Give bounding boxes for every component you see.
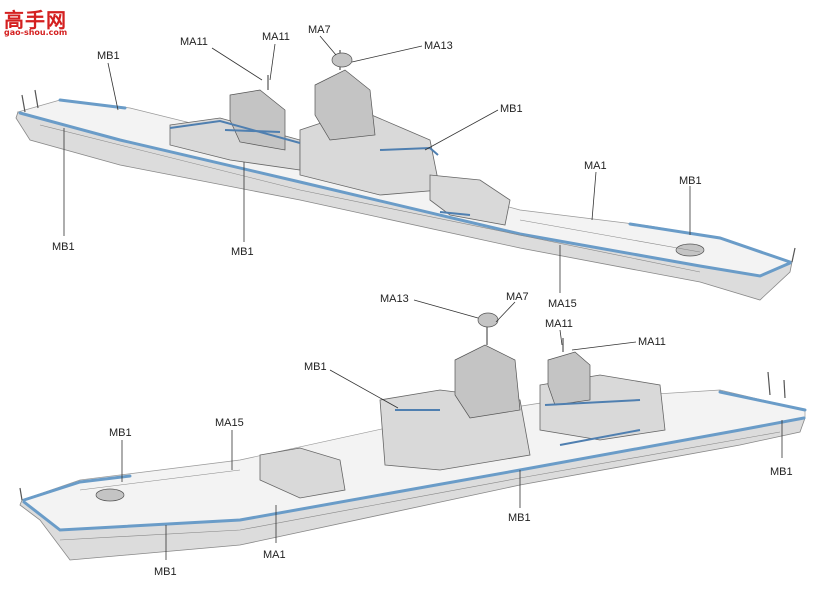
upper-annotations: MB1 MA11 MA11 MA7 MA13 MB1 MA1 MB1 MB1 M… [52,24,702,310]
upper-leader-ma7 [319,35,337,56]
site-logo: 高手网 gao-shou.com [4,4,74,40]
label-mb1: MB1 [109,427,132,439]
label-mb1: MB1 [154,566,177,578]
label-mb1: MB1 [52,241,75,253]
upper-leader-ma13 [351,45,423,63]
lower-main-tower [454,344,521,419]
lower-leader-ma13 [413,299,479,319]
label-mb1: MB1 [500,103,523,115]
upper-super-edge-1 [169,119,301,144]
upper-mast-bow [791,247,796,263]
label-ma11: MA11 [638,336,666,348]
upper-deck-edge-strip [18,111,792,278]
label-ma11: MA11 [545,318,573,330]
upper-leader-mb1-stern [107,62,119,111]
label-ma1: MA1 [584,160,607,172]
label-ma11: MA11 [262,31,290,43]
label-mb1: MB1 [231,246,254,258]
label-mb1: MB1 [97,50,120,62]
lower-leader-ma7 [495,301,516,323]
label-ma7: MA7 [308,24,331,36]
lower-leader-mb1-super [329,369,399,409]
upper-deck-edge-strip-aft [58,98,127,110]
lower-leader-ma11-a [559,329,563,346]
upper-main-tower [314,69,376,141]
lower-deck-line-1 [79,469,241,491]
label-mb1: MB1 [508,512,531,524]
upper-leader-ma1 [591,171,597,221]
lower-hull-line-1 [59,431,781,541]
lower-deck-edge-strip-stern [718,390,807,412]
upper-deck-edge-strip-bow [628,222,792,264]
lower-deck-edge-strip-bow [22,474,132,502]
label-ma1: MA1 [263,549,286,561]
upper-super-edge-2 [379,146,439,156]
upper-leader-mb1-super [424,109,499,151]
label-ma15: MA15 [548,298,577,310]
upper-mast-stern-2 [34,89,39,109]
upper-super-edge-3 [439,211,471,216]
label-ma7: MA7 [506,291,529,303]
lower-mast-bow [19,487,23,501]
upper-radar-dish [331,52,353,68]
label-ma13: MA13 [424,40,453,52]
upper-deck-line-1 [519,219,701,253]
logo-url: gao-shou.com [4,28,68,37]
lower-mast-stern-1 [767,371,771,396]
label-ma11: MA11 [180,36,208,48]
lower-radar-dish [477,312,499,328]
upper-leader-ma11-b [269,43,276,81]
lower-super-edge-3 [559,429,641,446]
lower-deck-edge-strip [22,416,806,532]
label-mb1: MB1 [304,361,327,373]
lower-super-edge-2 [544,399,641,406]
logo-text: 高手网 [4,8,67,32]
upper-leader-ma11-a [211,47,263,81]
lower-aft-tower [547,351,591,406]
label-ma13: MA13 [380,293,409,305]
upper-mast-stern-1 [21,94,26,113]
upper-super-edge-4 [224,129,281,133]
lower-mast-stern-2 [783,379,786,399]
lower-annotations: MA13 MA7 MA11 MA11 MB1 MB1 MA15 MB1 MB1 … [109,291,793,578]
lower-forward-superstructure [259,447,346,499]
label-ma15: MA15 [215,417,244,429]
lower-bow-turret [95,488,125,502]
lower-ship [19,312,807,561]
label-mb1: MB1 [679,175,702,187]
label-mb1: MB1 [770,466,793,478]
upper-hull-line-1 [39,124,701,273]
upper-ship [15,50,796,301]
lower-leader-ma11-b [571,341,637,351]
